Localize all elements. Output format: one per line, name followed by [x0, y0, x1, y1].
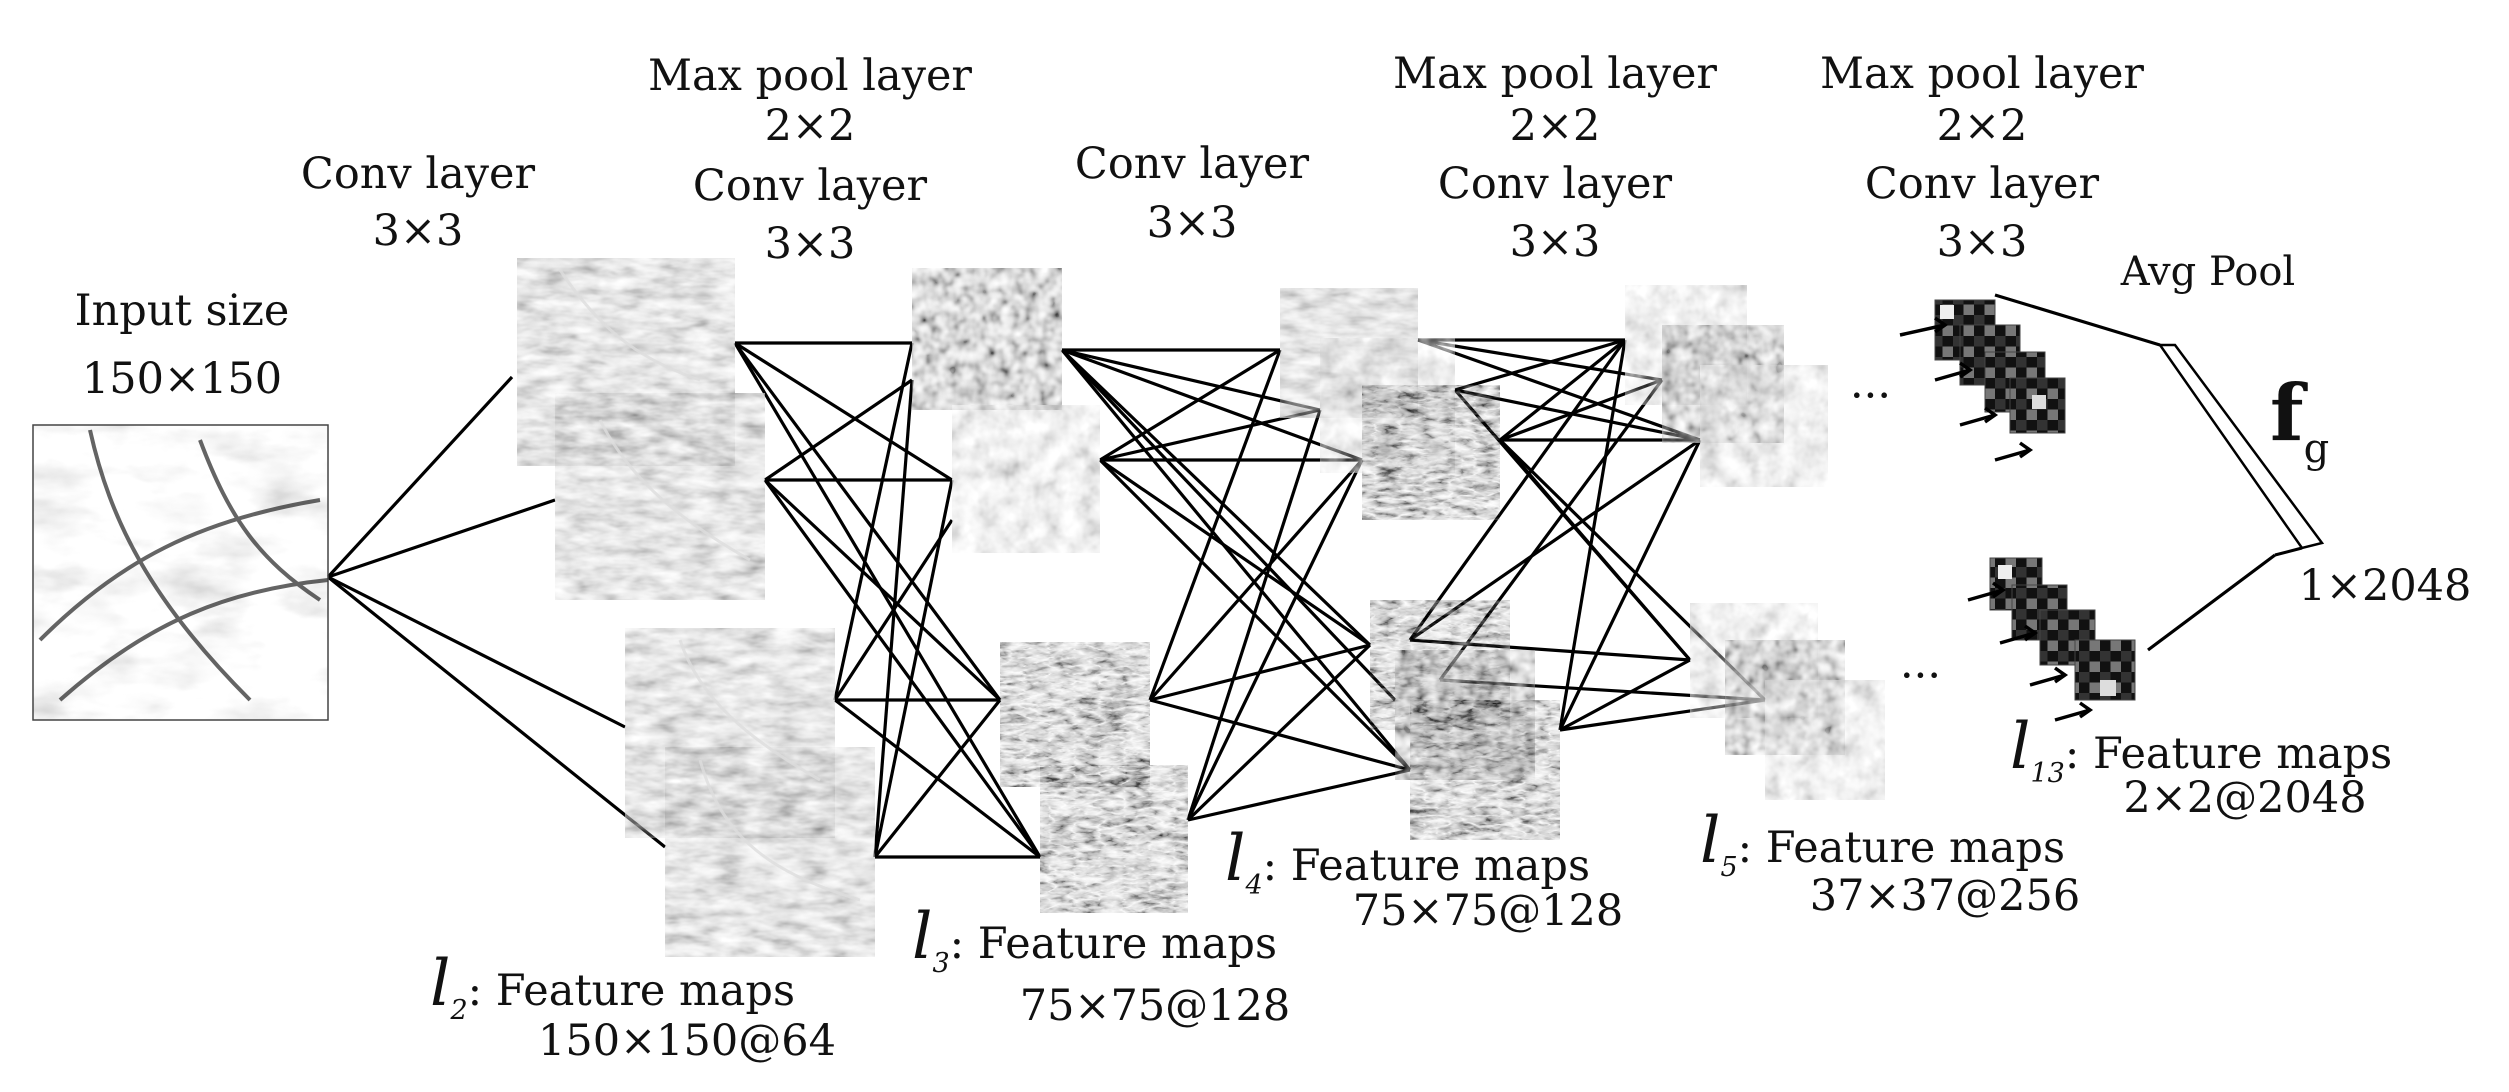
svg-text:l13: Feature maps: l13: Feature maps — [2010, 710, 2392, 789]
l5-dims: 37×37@256 — [1810, 871, 2081, 921]
l5-index: 5 — [1720, 852, 1737, 883]
ellipsis-dots-bottom: ··· — [1900, 651, 1941, 701]
l2-text: : Feature maps — [468, 966, 795, 1016]
conv3-title: Conv layer — [1075, 139, 1310, 189]
conv1-title: Conv layer — [301, 149, 536, 199]
fg-vector-label: fg — [2270, 368, 2329, 472]
l2-index: 2 — [449, 995, 467, 1026]
connection-lines — [326, 293, 2276, 859]
l5-text: : Feature maps — [1738, 823, 2065, 873]
l13-text: : Feature maps — [2065, 729, 2392, 779]
l5-caption: l5: Feature maps 37×37@256 — [1700, 804, 2080, 921]
pool2-title: Max pool layer — [1393, 49, 1717, 99]
fg-main: f — [2270, 368, 2308, 459]
svg-text:l3: Feature maps: l3: Feature maps — [912, 900, 1277, 979]
input-size-label: Input size — [75, 286, 290, 336]
conv3-size: 3×3 — [1147, 198, 1238, 248]
l3-caption: l3: Feature maps 75×75@128 — [912, 900, 1290, 1031]
l4-text: : Feature maps — [1263, 841, 1590, 891]
l4-feature-maps — [1279, 287, 1561, 841]
l2-letter: l — [430, 947, 450, 1021]
l3-text: : Feature maps — [950, 919, 1277, 969]
l4-caption: l4: Feature maps 75×75@128 — [1225, 822, 1623, 936]
l2-caption: l2: Feature maps 150×150@64 — [430, 947, 836, 1066]
conv5-size: 3×3 — [1937, 217, 2028, 267]
l2-dims: 150×150@64 — [538, 1016, 836, 1066]
l4-index: 4 — [1244, 870, 1262, 901]
conv4-size: 3×3 — [1510, 217, 1601, 267]
fg-dims-label: 1×2048 — [2299, 561, 2472, 611]
l13-index: 13 — [2030, 758, 2064, 789]
ellipsis-dots-top: ··· — [1850, 371, 1891, 421]
pool3-size: 2×2 — [1937, 101, 2028, 151]
l3-feature-maps — [911, 267, 1189, 914]
l4-dims: 75×75@128 — [1353, 886, 1624, 936]
l3-dims: 75×75@128 — [1020, 981, 1291, 1031]
conv5-title: Conv layer — [1865, 159, 2100, 209]
pool1-title: Max pool layer — [648, 51, 972, 101]
conv2-size: 3×3 — [765, 219, 856, 269]
l2-feature-maps — [516, 257, 876, 958]
l3-index: 3 — [932, 948, 949, 979]
fg-subscript: g — [2304, 426, 2330, 472]
avg-pool-shape — [2157, 343, 2325, 557]
input-dims-label: 150×150 — [82, 354, 282, 404]
l3-letter: l — [912, 900, 932, 974]
l13-caption: l13: Feature maps 2×2@2048 — [2010, 710, 2392, 823]
svg-text:l4: Feature maps: l4: Feature maps — [1225, 822, 1590, 901]
l4-letter: l — [1225, 822, 1245, 896]
l13-feature-maps — [1899, 299, 2136, 722]
conv2-title: Conv layer — [693, 161, 928, 211]
pool2-size: 2×2 — [1510, 101, 1601, 151]
input-image — [32, 424, 329, 721]
avg-pool-label: Avg Pool — [2120, 249, 2295, 295]
svg-text:l2: Feature maps: l2: Feature maps — [430, 947, 795, 1026]
l5-letter: l — [1700, 804, 1720, 878]
pool1-size: 2×2 — [765, 101, 856, 151]
conv4-title: Conv layer — [1438, 159, 1673, 209]
l13-dims: 2×2@2048 — [2123, 773, 2366, 823]
l5-feature-maps — [1624, 284, 1886, 801]
l13-letter: l — [2010, 710, 2030, 784]
svg-text:l5: Feature maps: l5: Feature maps — [1700, 804, 2065, 883]
conv1-size: 3×3 — [373, 206, 464, 256]
pool3-title: Max pool layer — [1820, 49, 2144, 99]
